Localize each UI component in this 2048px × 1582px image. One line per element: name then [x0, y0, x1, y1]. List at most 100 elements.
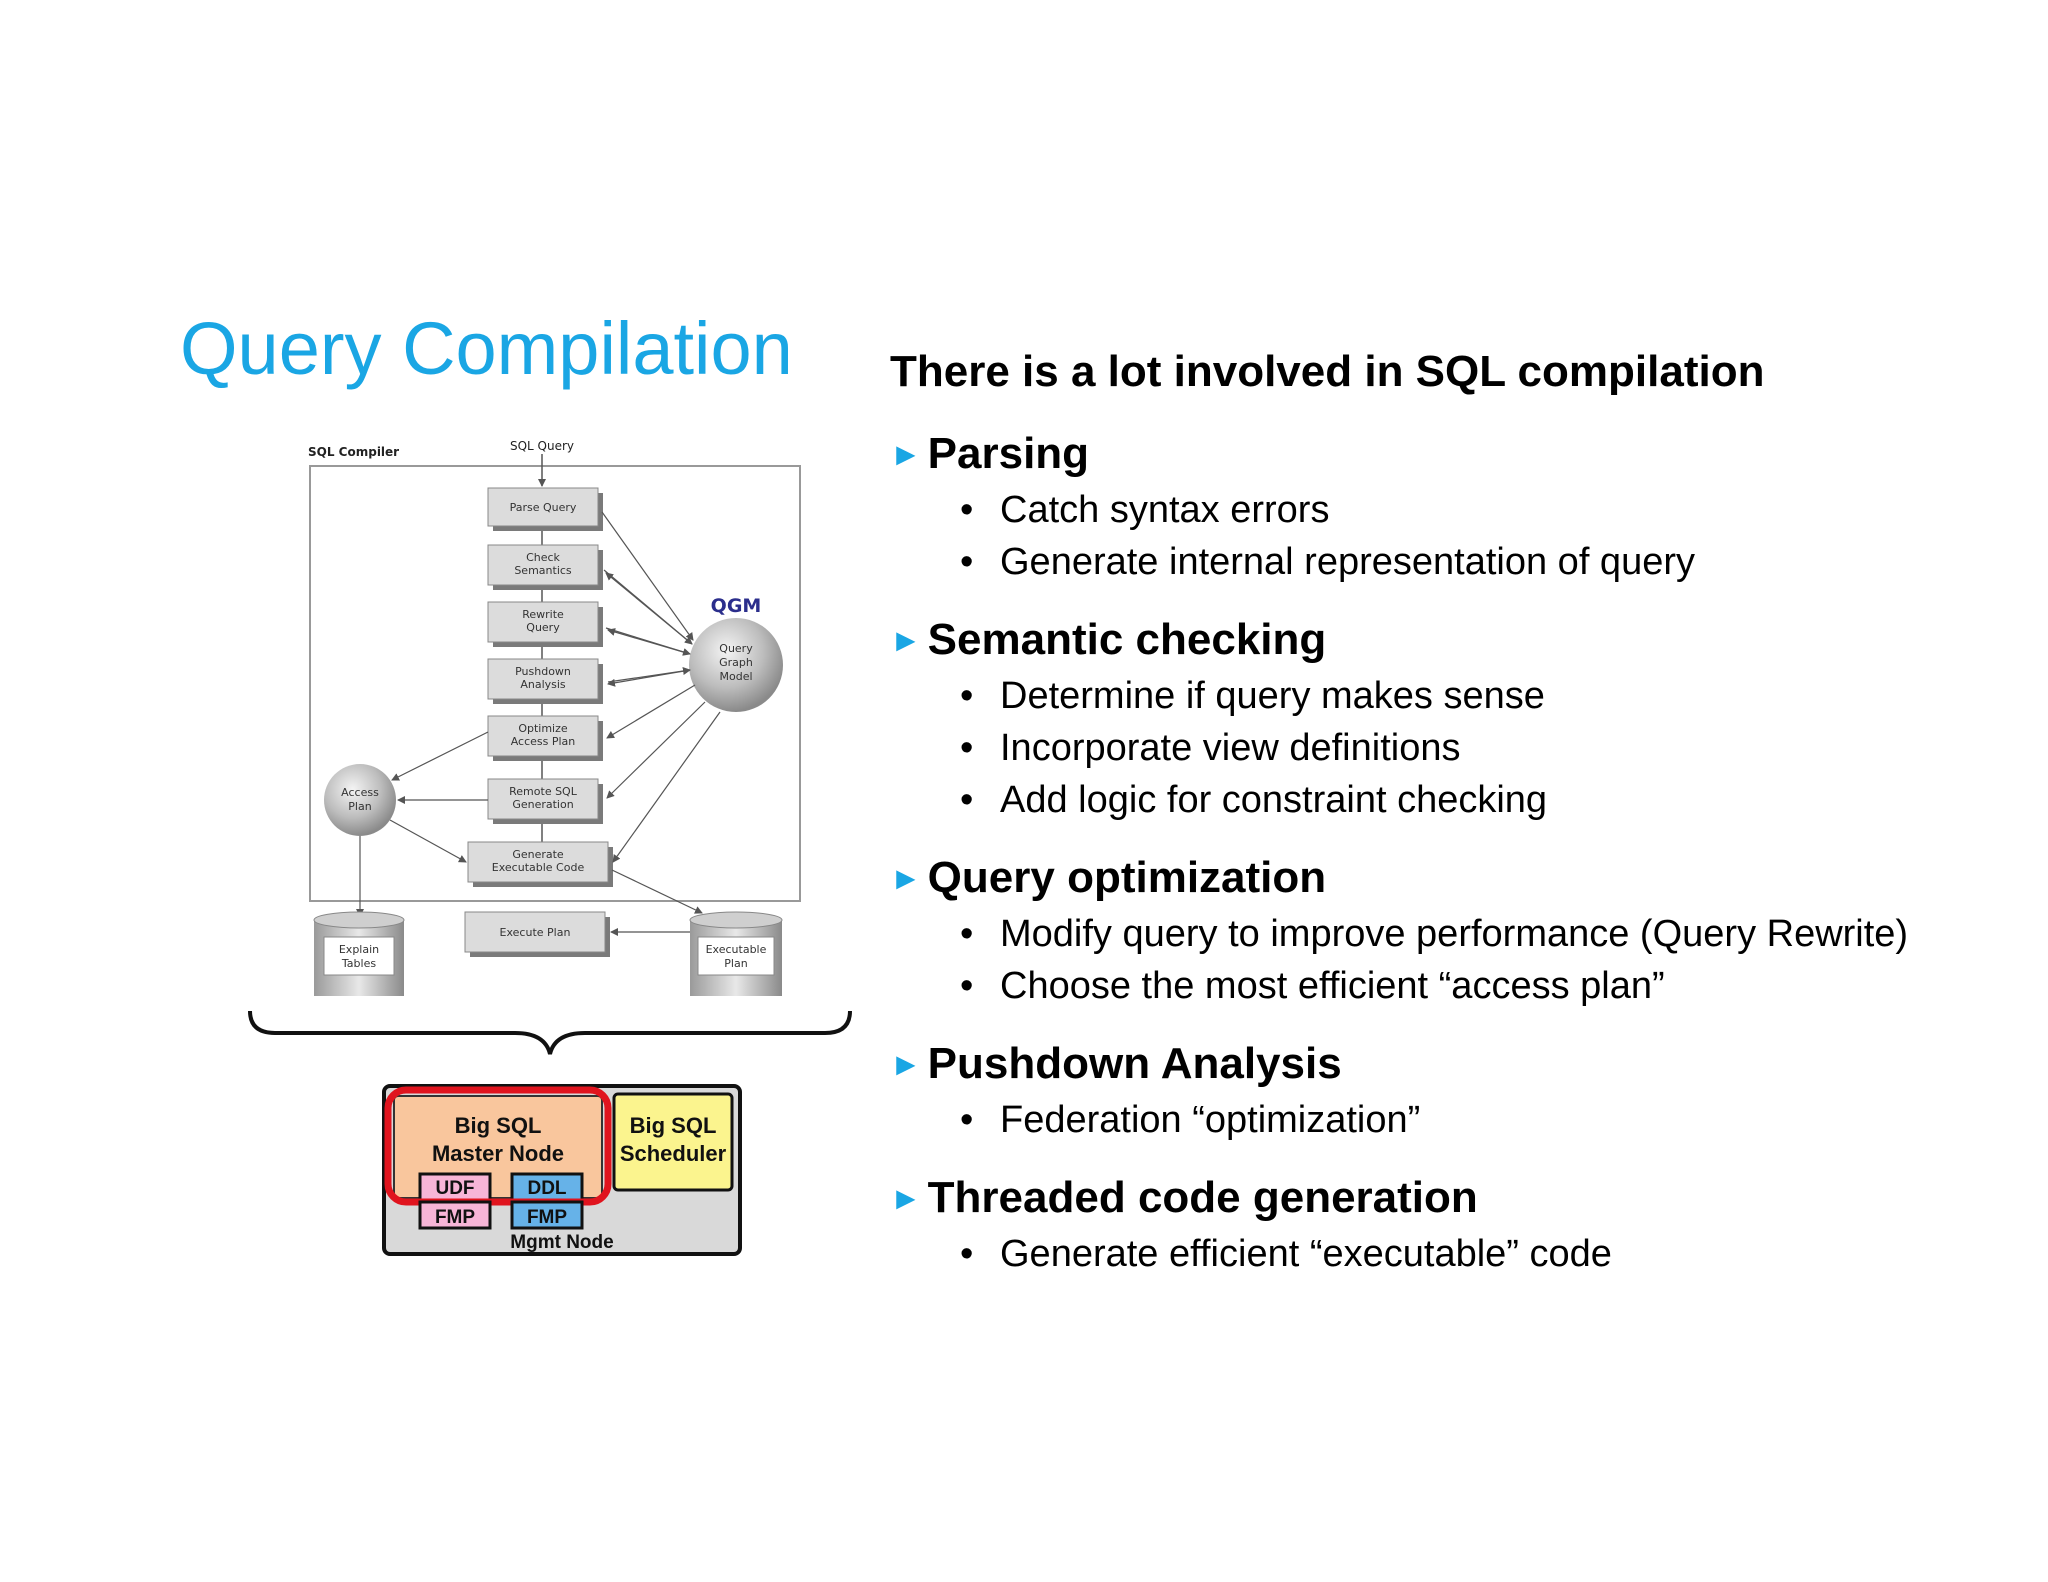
scheduler-label: Scheduler [620, 1141, 727, 1166]
step-parse-query: Parse Query [487, 487, 603, 531]
bullet-icon: • [960, 913, 974, 955]
qgm-text: Model [719, 670, 752, 683]
master-node-label: Big SQL [455, 1113, 542, 1138]
section-heading: ► Query optimization [890, 856, 2010, 900]
access-plan-text: Plan [348, 800, 371, 813]
step-label: Remote SQL [509, 785, 578, 798]
bullet-icon: • [960, 1099, 974, 1141]
scheduler-label: Big SQL [630, 1113, 717, 1138]
list-item: • Modify query to improve performance (Qu… [890, 908, 2010, 960]
section-heading-text: Parsing [927, 429, 1090, 478]
section-parsing: ► Parsing • Catch syntax errors • Generate… [890, 432, 2010, 588]
section-pushdown-analysis: ► Pushdown Analysis • Federation “optimiz… [890, 1042, 2010, 1146]
bullet-icon: • [960, 1233, 974, 1275]
section-heading: ► Pushdown Analysis [890, 1042, 2010, 1086]
ddl-label: DDL [527, 1178, 566, 1199]
slide-title: Query Compilation [180, 307, 793, 390]
list-item: • Determine if query makes sense [890, 670, 2010, 722]
step-label: Semantics [514, 564, 572, 577]
compiler-label: SQL Compiler [308, 445, 399, 459]
curly-brace [248, 1010, 852, 1055]
db-text: Explain [339, 943, 379, 956]
db-text: Executable [706, 943, 767, 956]
list-item-text: Federation “optimization” [1000, 1099, 1421, 1141]
db-text: Tables [341, 957, 376, 970]
step-remote-sql-generation: Remote SQL Generation [487, 778, 603, 824]
step-label: Analysis [520, 678, 566, 691]
bullet-icon: • [960, 779, 974, 821]
compiler-frame [309, 465, 801, 902]
step-label: Rewrite [522, 608, 564, 621]
list-item-text: Catch syntax errors [1000, 489, 1330, 531]
fmp-box-1 [418, 1200, 492, 1230]
section-query-optimization: ► Query optimization • Modify query to im… [890, 856, 2010, 1012]
input-label: SQL Query [510, 439, 574, 453]
step-optimize-access-plan: Optimize Access Plan [487, 715, 603, 761]
db-text: Plan [724, 957, 747, 970]
bullet-icon: • [960, 675, 974, 717]
explain-tables-db: Explain Tables [313, 911, 405, 996]
bullet-icon: • [960, 727, 974, 769]
triangle-arrow-icon: ► [890, 860, 922, 896]
list-item: • Add logic for constraint checking [890, 774, 2010, 826]
section-heading: ► Threaded code generation [890, 1176, 2010, 1220]
section-heading: ► Semantic checking [890, 618, 2010, 662]
step-label: Query [526, 621, 560, 634]
access-plan-text: Access [341, 786, 379, 799]
section-threaded-code-generation: ► Threaded code generation • Generate eff… [890, 1176, 2010, 1280]
list-item: • Federation “optimization” [890, 1094, 2010, 1146]
section-semantic-checking: ► Semantic checking • Determine if query … [890, 618, 2010, 826]
list-item-text: Incorporate view definitions [1000, 727, 1461, 769]
qgm-text: Graph [719, 656, 753, 669]
triangle-arrow-icon: ► [890, 436, 922, 472]
execute-plan-box: Execute Plan [464, 911, 610, 957]
step-label: Check [526, 551, 560, 564]
section-heading-text: Query optimization [927, 853, 1327, 902]
list-item-text: Choose the most efficient “access plan” [1000, 965, 1665, 1007]
list-item-text: Generate internal representation of quer… [1000, 541, 1695, 583]
list-item-text: Modify query to improve performance (Que… [1000, 913, 1909, 955]
mgmt-node-label: Mgmt Node [510, 1232, 613, 1253]
fmp-label: FMP [435, 1207, 475, 1228]
triangle-arrow-icon: ► [890, 1180, 922, 1216]
list-item: • Generate efficient “executable” code [890, 1228, 2010, 1280]
step-label: Execute Plan [500, 926, 571, 939]
section-heading: ► Parsing [890, 432, 2010, 476]
bullet-icon: • [960, 965, 974, 1007]
step-check-semantics: Check Semantics [487, 544, 603, 590]
step-label: Generation [512, 798, 573, 811]
section-heading-text: Threaded code generation [927, 1173, 1478, 1222]
step-label: Generate [512, 848, 564, 861]
section-heading-text: Semantic checking [927, 615, 1327, 664]
mgmt-node-diagram: Big SQL Master Node UDF DDL FMP FMP Big … [382, 1084, 742, 1256]
sql-compiler-diagram: SQL Compiler SQL Query Parse Query Check… [308, 439, 801, 996]
bullet-icon: • [960, 489, 974, 531]
executable-plan-db: Executable Plan [689, 911, 783, 996]
qgm-sphere [689, 618, 783, 712]
list-item-text: Add logic for constraint checking [1000, 779, 1548, 821]
bullet-icon: • [960, 541, 974, 583]
step-generate-executable-code: Generate Executable Code [467, 841, 613, 887]
list-item: • Choose the most efficient “access plan” [890, 960, 2010, 1012]
step-label: Parse Query [510, 501, 577, 514]
headline: There is a lot involved in SQL compilati… [890, 347, 1765, 396]
qgm-text: Query [719, 642, 753, 655]
section-heading-text: Pushdown Analysis [927, 1039, 1342, 1088]
fmp-label: FMP [527, 1207, 567, 1228]
step-label: Pushdown [515, 665, 571, 678]
access-plan-sphere [324, 764, 396, 836]
udf-label: UDF [435, 1178, 474, 1199]
qgm-label: QGM [711, 595, 762, 617]
master-highlight [384, 1086, 612, 1206]
step-pushdown-analysis: Pushdown Analysis [487, 658, 603, 704]
triangle-arrow-icon: ► [890, 1046, 922, 1082]
step-label: Access Plan [511, 735, 576, 748]
list-item: • Generate internal representation of que… [890, 536, 2010, 588]
list-item-text: Generate efficient “executable” code [1000, 1233, 1612, 1275]
step-rewrite-query: Rewrite Query [487, 601, 603, 647]
step-label: Optimize [518, 722, 568, 735]
master-node-label: Master Node [432, 1141, 564, 1166]
fmp-box-2 [510, 1200, 584, 1230]
step-label: Executable Code [492, 861, 585, 874]
list-item-text: Determine if query makes sense [1000, 675, 1545, 717]
